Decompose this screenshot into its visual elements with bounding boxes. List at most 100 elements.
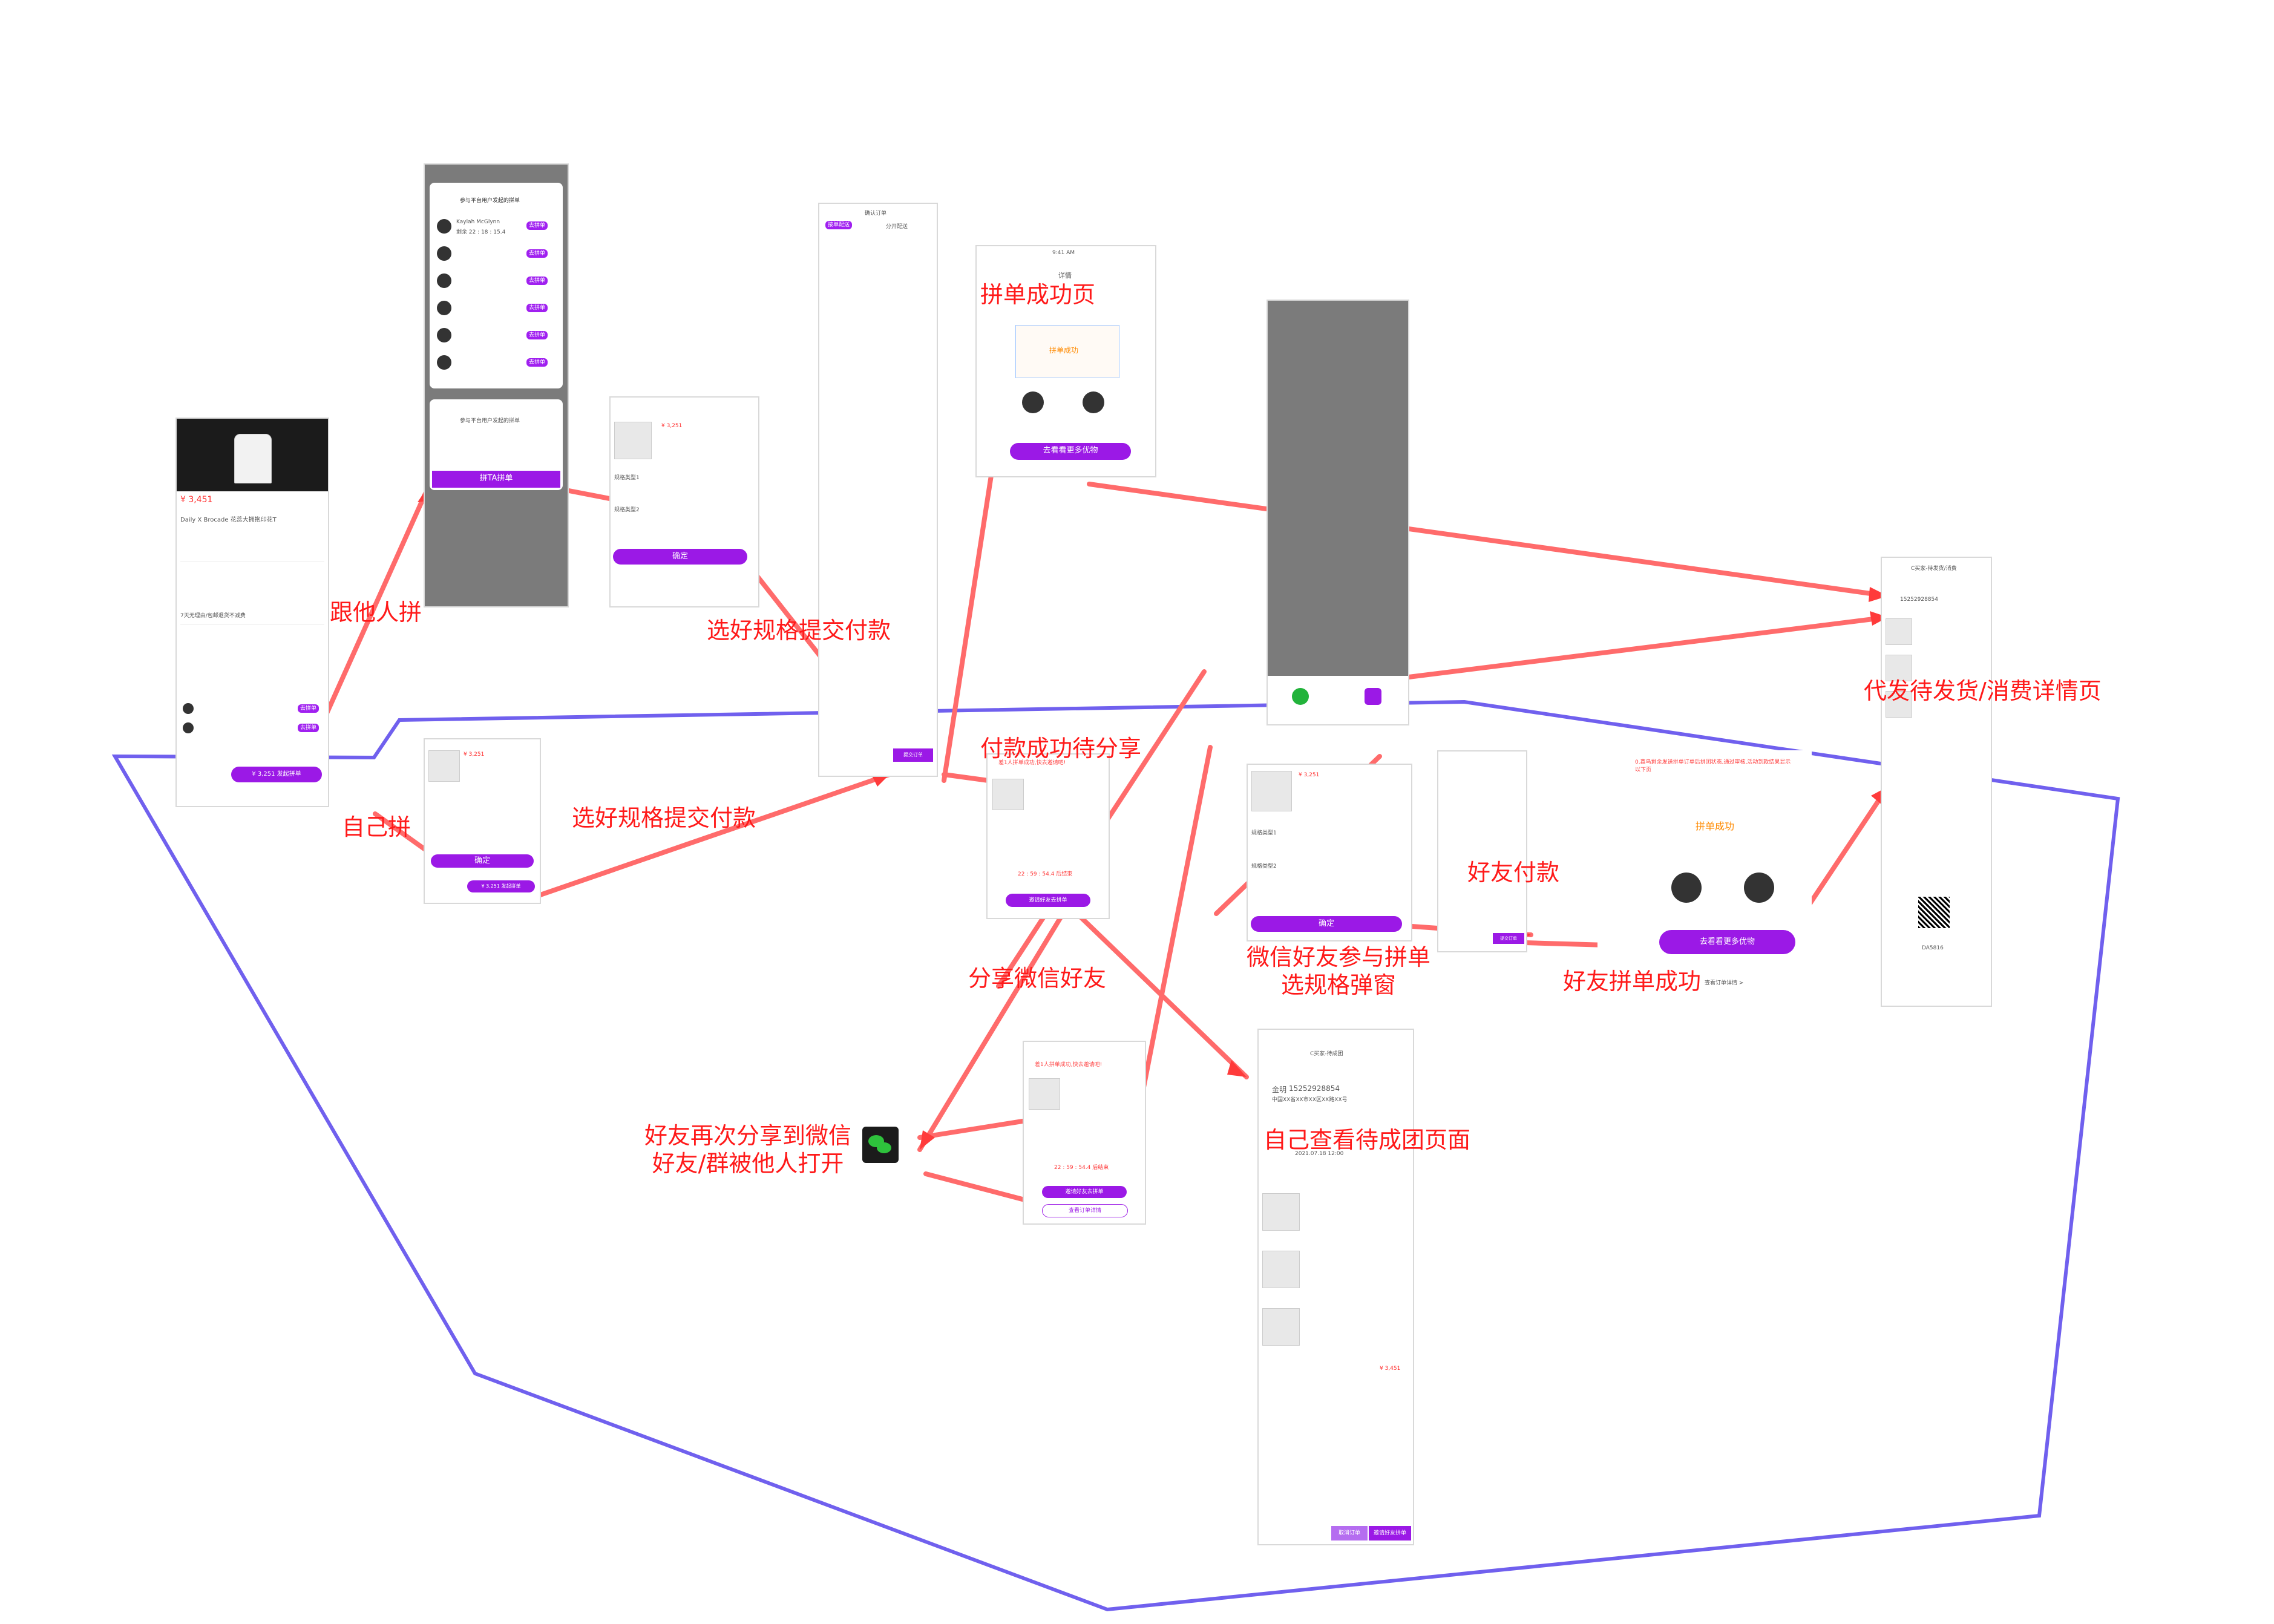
- spec-label-1: 规格类型1: [1251, 830, 1277, 836]
- product-detail-screen: ¥ 3,451 Daily X Brocade 花蕊大拥抱印花T 7天无理由/包…: [175, 417, 329, 807]
- join-group-button[interactable]: 去拼单: [526, 249, 548, 258]
- product-thumb: [1251, 771, 1292, 811]
- success-note: 0.鑫鸟剩余发送拼单订单后拼团状态,通过审核,活动到款结果显示以下页: [1635, 759, 1791, 773]
- join-group-button[interactable]: 去拼单: [526, 304, 548, 312]
- avatar: [1671, 873, 1702, 903]
- dispatch-detail-screen: C买家-待发货/消费 15252928854 DA5816: [1881, 557, 1992, 1007]
- avatar: [437, 328, 451, 342]
- wait-tip: 差1人拼单成功,快去邀请吧!: [1035, 1062, 1103, 1068]
- time-left: 剩余 22 : 18 : 15.4: [456, 229, 506, 235]
- invite-group-button[interactable]: 邀请好友拼单: [1369, 1526, 1411, 1541]
- product-thumb: [992, 779, 1024, 810]
- success-banner: 拼单成功: [1015, 325, 1119, 378]
- group-buy-button[interactable]: ¥ 3,251 发起拼单: [467, 880, 535, 892]
- cancel-order-button[interactable]: 取消订单: [1331, 1526, 1368, 1541]
- submit-order-button[interactable]: 提交订单: [893, 748, 933, 762]
- invite-friend-button[interactable]: 邀请好友去拼单: [1042, 1186, 1127, 1198]
- user-name: Kaylah McGlynn: [456, 219, 500, 225]
- label-paid-wait-share: 付款成功待分享: [980, 735, 1142, 762]
- recipient-phone: 15252928854: [1289, 1084, 1340, 1093]
- order-title: 确认订单: [865, 211, 887, 217]
- group-list-panel: 参与平台用户发起的拼单 Kaylah McGlynn 剩余 22 : 18 : …: [430, 183, 563, 388]
- avatar: [1083, 391, 1104, 413]
- spec-label-1: 规格类型1: [614, 475, 640, 481]
- spec-price: ¥ 3,251: [661, 423, 683, 429]
- spec-price: ¥ 3,251: [1299, 772, 1320, 778]
- order-total: ¥ 3,451: [1380, 1366, 1401, 1372]
- wechat-share-icon[interactable]: [1292, 688, 1309, 705]
- avatar: [1744, 873, 1774, 903]
- share-sheet-screen: [1266, 300, 1409, 725]
- join-group-button[interactable]: 去拼单: [526, 221, 548, 230]
- order-detail-link[interactable]: 查看订单详情 >: [1705, 980, 1744, 986]
- recipient-name: 金明: [1272, 1085, 1287, 1094]
- page-title: 详情: [1058, 272, 1072, 280]
- qr-code: [1918, 897, 1950, 928]
- popup-header: 参与平台用户发起的拼单: [460, 198, 520, 204]
- group-boundary: [111, 699, 2120, 1612]
- product-thumb: [1262, 1251, 1300, 1288]
- friend-spec-popup: ¥ 3,251 规格类型1 规格类型2 确定: [1247, 764, 1412, 941]
- label-choose-spec-pay-2: 选好规格提交付款: [572, 805, 756, 831]
- group-buy-button[interactable]: ¥ 3,251 发起拼单: [231, 767, 322, 782]
- more-products-button[interactable]: 去看看更多优物: [1010, 443, 1131, 460]
- confirm-button[interactable]: 确定: [613, 549, 747, 565]
- more-products-button[interactable]: 去看看更多优物: [1659, 930, 1795, 954]
- tab-deliver-together[interactable]: 按单配送: [825, 221, 853, 229]
- avatar: [437, 273, 451, 288]
- check-order-button[interactable]: 查看订单详情: [1042, 1204, 1128, 1217]
- product-thumb: [614, 422, 652, 459]
- avatar: [437, 301, 451, 315]
- avatar: [437, 355, 451, 370]
- tab-deliver-separately[interactable]: 分开配送: [886, 224, 908, 230]
- spec-label-2: 规格类型2: [1251, 863, 1277, 869]
- product-photo: [177, 419, 328, 491]
- product-title: Daily X Brocade 花蕊大拥抱印花T: [180, 517, 277, 523]
- status-time: 9:41 AM: [1052, 250, 1075, 256]
- label-follow-group: 跟他人拼: [330, 599, 422, 626]
- page-title: C买家-待发货/消费: [1911, 566, 1957, 572]
- confirm-group-panel: 参与平台用户发起的拼单 拼TA拼单: [430, 399, 563, 490]
- page-title: C买家-待成团: [1310, 1051, 1343, 1057]
- recipient-phone: 15252928854: [1900, 597, 1938, 603]
- recipient-address: 中国XX省XX市XX区XX路XX号: [1272, 1097, 1348, 1103]
- spec-label-2: 规格类型2: [614, 507, 640, 513]
- countdown: 22 : 59 : 54.4 后结束: [1018, 871, 1073, 877]
- friend-success-screen: 0.鑫鸟剩余发送拼单订单后拼团状态,通过审核,活动到款结果显示以下页 拼单成功 …: [1597, 750, 1812, 1001]
- shipping-note: 7天无理由/包邮退货不减费: [180, 613, 246, 619]
- product-thumb: [1886, 655, 1912, 681]
- product-thumb: [1029, 1078, 1060, 1110]
- join-group-button[interactable]: 去拼单: [526, 277, 548, 285]
- wait-tip: 差1人拼单成功,快去邀请吧!: [998, 760, 1066, 766]
- join-group-button[interactable]: 去拼单: [526, 358, 548, 367]
- wechat-icon: [862, 1127, 899, 1163]
- success-banner-text: 拼单成功: [1696, 820, 1735, 832]
- friend-order-screen: 提交订单: [1437, 750, 1527, 952]
- avatar: [437, 246, 451, 261]
- product-thumb: [1262, 1308, 1300, 1346]
- label-share-wechat-friend: 分享微信好友: [968, 965, 1107, 992]
- submit-order-button[interactable]: 提交订单: [1493, 933, 1524, 944]
- confirm-group-button[interactable]: 拼TA拼单: [432, 471, 560, 488]
- join-group-button[interactable]: 去拼单: [526, 331, 548, 339]
- group-success-screen: 9:41 AM 详情 拼单成功 去看看更多优物: [975, 245, 1156, 477]
- label-friend-group-success: 好友拼单成功: [1563, 968, 1702, 995]
- confirm-button[interactable]: 确定: [431, 854, 534, 868]
- label-dispatch-detail: 代发待发货/消费详情页: [1864, 678, 2102, 704]
- moments-share-icon[interactable]: [1365, 688, 1381, 705]
- avatar: [183, 703, 194, 714]
- pickup-code: DA5816: [1922, 945, 1944, 951]
- avatar: [1022, 391, 1044, 413]
- join-group-button[interactable]: 去拼单: [298, 724, 319, 732]
- spec-popup-screen-self: ¥ 3,251 确定 ¥ 3,251 发起拼单: [424, 738, 541, 904]
- join-group-button[interactable]: 去拼单: [298, 704, 319, 713]
- product-thumb: [1262, 1193, 1300, 1231]
- confirm-button[interactable]: 确定: [1251, 916, 1402, 932]
- group-popup-screen: 参与平台用户发起的拼单 Kaylah McGlynn 剩余 22 : 18 : …: [424, 163, 569, 607]
- product-thumb: [1886, 618, 1912, 645]
- label-group-success-page: 拼单成功页: [980, 281, 1096, 308]
- wait-share-screen: 差1人拼单成功,快去邀请吧! 22 : 59 : 54.4 后结束 邀请好友去拼…: [986, 753, 1110, 919]
- invite-friend-button[interactable]: 邀请好友去拼单: [1006, 894, 1090, 907]
- pending-group-screen: C买家-待成团 金明 15252928854 中国XX省XX市XX区XX路XX号…: [1257, 1029, 1414, 1545]
